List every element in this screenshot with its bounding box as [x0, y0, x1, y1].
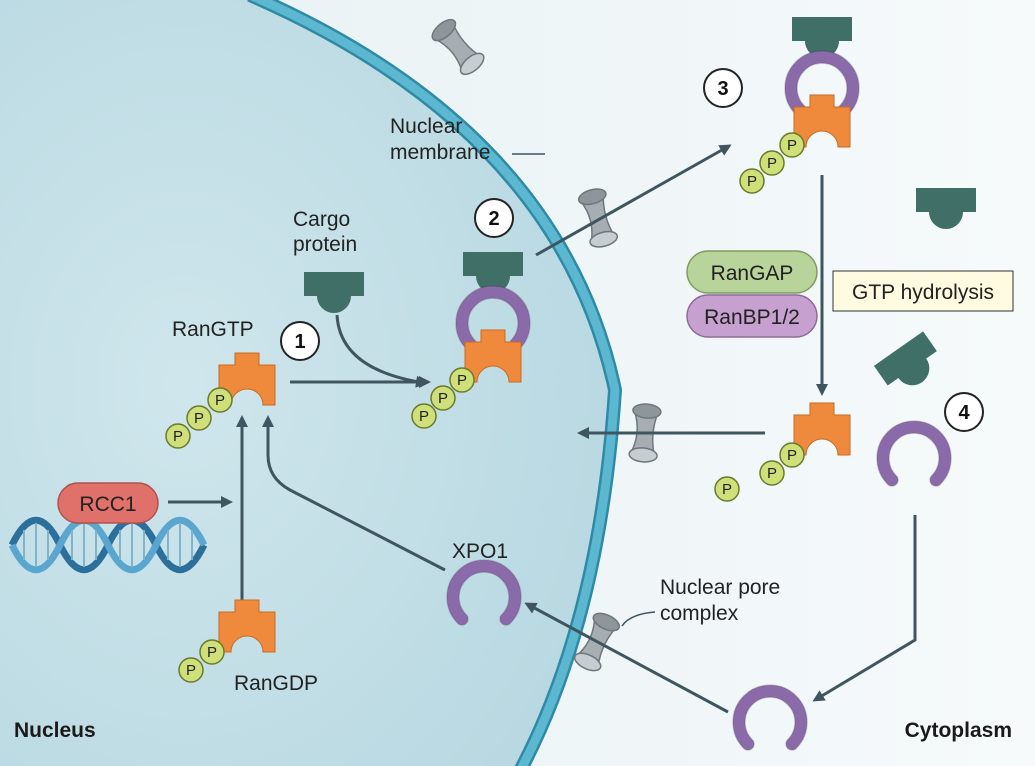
- arrow-export: [535, 144, 732, 257]
- cytoplasm-phosphates: P P P: [714, 442, 805, 502]
- svg-text:P: P: [194, 410, 204, 427]
- svg-text:1: 1: [294, 331, 305, 353]
- complex-2-phosphates: P P P: [411, 367, 475, 429]
- cargo-protein-label-line1: Cargo: [293, 208, 350, 231]
- rangdp-phosphates: P P: [178, 639, 225, 683]
- rangap-protein: RanGAP: [686, 250, 818, 294]
- nuclear-pore-leader: [621, 611, 656, 627]
- step-2-badge: 2: [474, 198, 514, 238]
- svg-text:P: P: [767, 465, 777, 482]
- arrow-xpo1-import: [524, 602, 729, 714]
- svg-text:P: P: [767, 155, 777, 172]
- nuclear-pore-label-line2: complex: [660, 602, 739, 625]
- nuclear-membrane-label-line2: membrane: [390, 141, 490, 164]
- cytoplasm-label: Cytoplasm: [905, 719, 1012, 742]
- gtp-hydrolysis-box: GTP hydrolysis: [832, 270, 1014, 312]
- svg-text:P: P: [186, 662, 196, 679]
- rangdp-label: RanGDP: [234, 672, 318, 695]
- svg-text:2: 2: [488, 208, 499, 230]
- svg-text:3: 3: [717, 78, 728, 100]
- rangtp-phosphates: P P P: [165, 387, 233, 449]
- svg-text:P: P: [747, 173, 757, 190]
- svg-text:4: 4: [958, 402, 970, 424]
- svg-text:P: P: [438, 390, 448, 407]
- svg-text:P: P: [419, 408, 429, 425]
- rcc1-protein: RCC1: [57, 482, 159, 524]
- svg-text:P: P: [457, 372, 467, 389]
- svg-text:P: P: [173, 428, 183, 445]
- nuclear-membrane-highlight: [250, 0, 620, 766]
- step-4-badge: 4: [944, 392, 984, 432]
- svg-text:P: P: [787, 447, 797, 464]
- svg-text:P: P: [787, 137, 797, 154]
- xpo1-label: XPO1: [452, 540, 508, 563]
- complex-3-phosphates: P P P: [739, 132, 805, 194]
- step-1-badge: 1: [280, 321, 320, 361]
- ranbp-label: RanBP1/2: [704, 306, 800, 329]
- cargo-protein-label-line2: protein: [293, 233, 357, 256]
- svg-text:P: P: [207, 644, 217, 661]
- rcc1-label: RCC1: [79, 493, 136, 516]
- nucleus-label: Nucleus: [14, 719, 96, 742]
- arrow-cargo-binding: [335, 314, 428, 388]
- rangtp-label: RanGTP: [172, 318, 254, 341]
- step-3-badge: 3: [703, 68, 743, 108]
- svg-text:P: P: [215, 392, 225, 409]
- nuclear-pore-label-line1: Nuclear pore: [660, 576, 780, 599]
- rangap-label: RanGAP: [711, 262, 794, 285]
- gtp-hydrolysis-label: GTP hydrolysis: [852, 281, 994, 304]
- arrow-xpo1-recycle: [262, 415, 446, 572]
- ranbp-protein: RanBP1/2: [686, 294, 818, 338]
- svg-text:P: P: [722, 481, 732, 498]
- arrow-xpo1-release: [812, 515, 917, 702]
- nuclear-membrane-label-line1: Nuclear: [390, 115, 462, 138]
- dna-helix-icon: [8, 516, 208, 574]
